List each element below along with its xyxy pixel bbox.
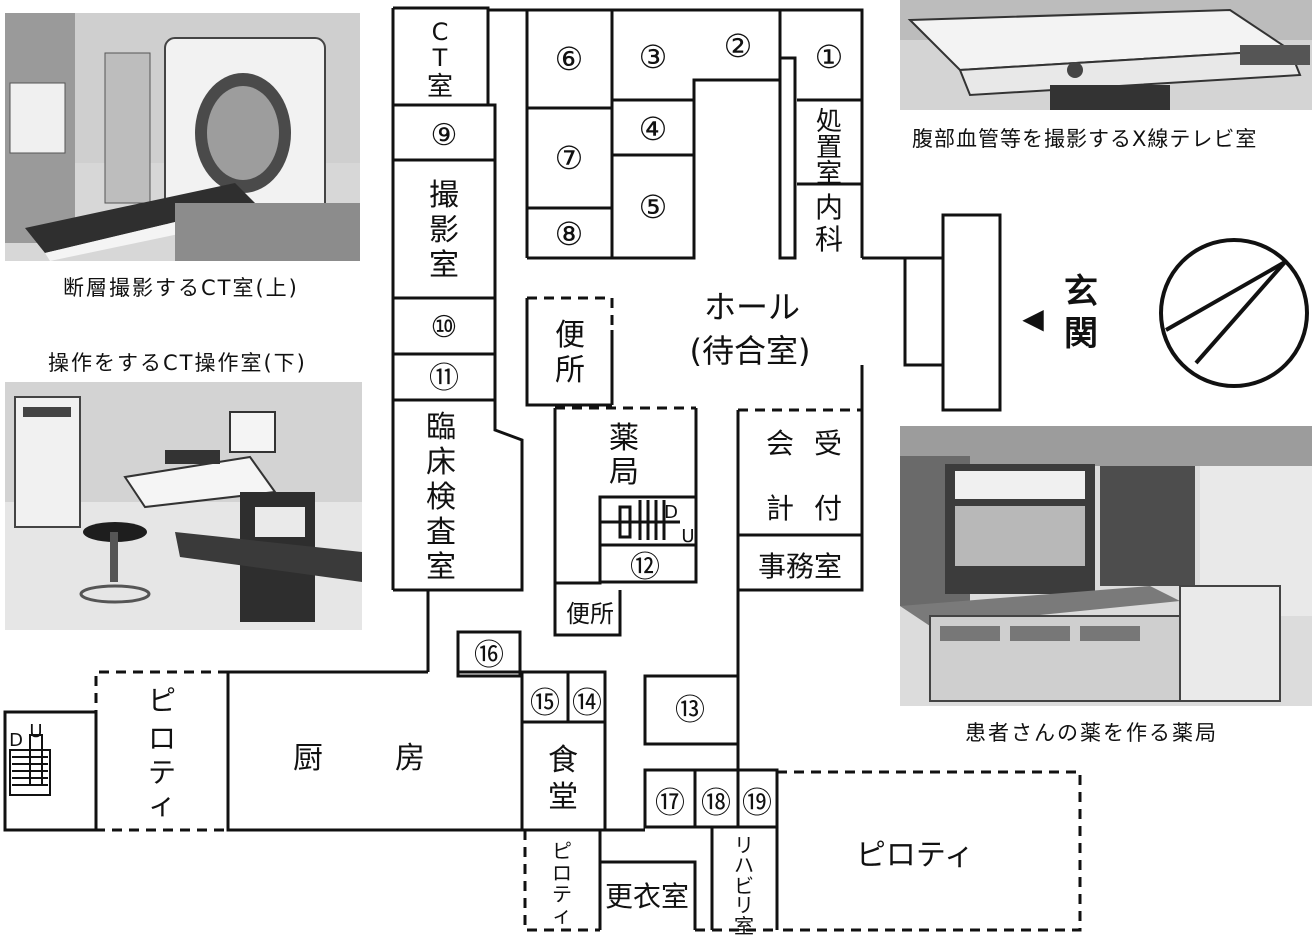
- room-3-label: ③: [639, 38, 668, 76]
- room-7-label: ⑦: [555, 139, 584, 177]
- rehab-label-3: ビ: [734, 874, 754, 898]
- pilotis-left-label-1: ピ: [148, 684, 176, 717]
- room-12-label: ⑫: [630, 550, 660, 585]
- room-9-label: ⑨: [431, 118, 458, 153]
- room-19-label: ⑲: [742, 786, 772, 821]
- room-4-label: ④: [639, 110, 668, 148]
- ct-room-label-room: 室: [427, 72, 453, 102]
- pharmacy-caption: 患者さんの薬を作る薬局: [965, 721, 1218, 745]
- rehab-label-5: 室: [734, 914, 754, 935]
- radiography-label-2: 影: [429, 213, 459, 248]
- pilotis-small-label-3: テ: [552, 882, 572, 906]
- rehab-label-1: リ: [734, 833, 754, 857]
- xray-tv-room-photo: [900, 0, 1312, 110]
- room-13-label: ⑬: [675, 693, 705, 728]
- room-8-label: ⑧: [555, 215, 584, 253]
- ct-room-label-t: T: [432, 44, 448, 72]
- room-14-label: ⑭: [572, 686, 602, 721]
- room-1-label: ①: [815, 38, 844, 76]
- dining-label-2: 堂: [548, 780, 578, 815]
- clinical-lab-label-5: 室: [426, 550, 456, 585]
- stair-down-label: D: [664, 502, 678, 523]
- room-18-label: ⑱: [701, 786, 731, 821]
- stair-up-label: U: [681, 526, 694, 547]
- reception-label-2: 付: [814, 492, 842, 525]
- pilotis-left-label-2: ロ: [148, 722, 176, 755]
- lower-stair-up-label: U: [29, 721, 42, 742]
- pharmacy-label-1: 薬: [609, 421, 639, 456]
- entrance-label-2: 関: [1064, 314, 1098, 354]
- internal-medicine-label-2: 科: [815, 223, 843, 256]
- accounting-label-1: 会: [766, 427, 794, 460]
- reception-label-1: 受: [814, 427, 842, 460]
- radiography-label-1: 撮: [429, 178, 459, 213]
- toilet-label-1: 便: [555, 318, 585, 353]
- radiography-label-3: 室: [429, 248, 459, 283]
- ct-room-label-c: C: [432, 18, 449, 46]
- small-toilet-label: 便所: [566, 600, 614, 628]
- kitchen-label-1: 厨: [293, 741, 323, 776]
- lower-stair-down-label: D: [9, 730, 23, 751]
- room-5-label: ⑤: [639, 188, 668, 226]
- room-10-label: ⑩: [431, 310, 458, 345]
- room-2-label: ②: [724, 27, 753, 65]
- changing-room-label: 更衣室: [605, 880, 689, 913]
- clinical-lab-label-2: 床: [426, 445, 456, 480]
- treatment-room-label-3: 室: [816, 159, 842, 189]
- pilotis-small-label-1: ピ: [552, 839, 572, 863]
- clinical-lab-label-1: 臨: [426, 410, 456, 445]
- waiting-room-label: (待合室): [690, 332, 811, 370]
- pharmacy-label-2: 局: [609, 455, 639, 490]
- compass: [1159, 238, 1309, 388]
- room-17-label: ⑰: [655, 786, 685, 821]
- ct-room-photo: [5, 13, 360, 261]
- ct-control-room-photo: [5, 382, 362, 630]
- dining-label-1: 食: [548, 743, 578, 778]
- pilotis-right-label: ピロティ: [856, 838, 974, 873]
- lower-wing-walls: [226, 630, 779, 930]
- toilet-label-2: 所: [555, 353, 585, 388]
- entrance-walls: [860, 213, 1002, 412]
- entrance-arrow-icon: ◀: [1022, 302, 1044, 335]
- treatment-room-label-2: 置: [816, 133, 842, 163]
- pilotis-small-label-2: ロ: [552, 861, 572, 885]
- pharmacy-walls: [553, 406, 698, 637]
- treatment-room-label-1: 処: [816, 107, 842, 137]
- ct-room-caption: 断層撮影するCT室(上): [63, 276, 299, 300]
- kitchen-label-2: 房: [395, 741, 425, 776]
- reception-walls: [643, 408, 864, 825]
- room-15-label: ⑮: [530, 686, 560, 721]
- left-wing-walls: [391, 6, 524, 672]
- pharmacy-photo: [900, 426, 1312, 706]
- pilotis-left-label-3: テ: [148, 756, 176, 789]
- room-16-label: ⑯: [474, 638, 504, 673]
- accounting-label-2: 計: [766, 492, 794, 525]
- entrance-label-1: 玄: [1064, 272, 1098, 312]
- rehab-label-2: ハ: [734, 853, 754, 877]
- lower-left-stair-walls: [3, 710, 98, 832]
- pilotis-small-label-4: ィ: [552, 903, 572, 927]
- room-6-label: ⑥: [555, 40, 584, 78]
- xray-tv-caption: 腹部血管等を撮影するX線テレビ室: [912, 127, 1258, 151]
- hall-label: ホール: [704, 288, 800, 326]
- clinical-lab-label-4: 査: [426, 515, 456, 550]
- ct-control-caption: 操作をするCT操作室(下): [48, 351, 307, 375]
- room-11-label: ⑪: [429, 361, 459, 396]
- internal-medicine-label-1: 内: [815, 191, 843, 224]
- toilet-walls: [525, 296, 614, 407]
- clinical-lab-label-3: 検: [426, 480, 456, 515]
- office-label: 事務室: [758, 550, 842, 583]
- rehab-label-4: リ: [734, 893, 754, 917]
- pilotis-left-label-4: ィ: [148, 788, 176, 821]
